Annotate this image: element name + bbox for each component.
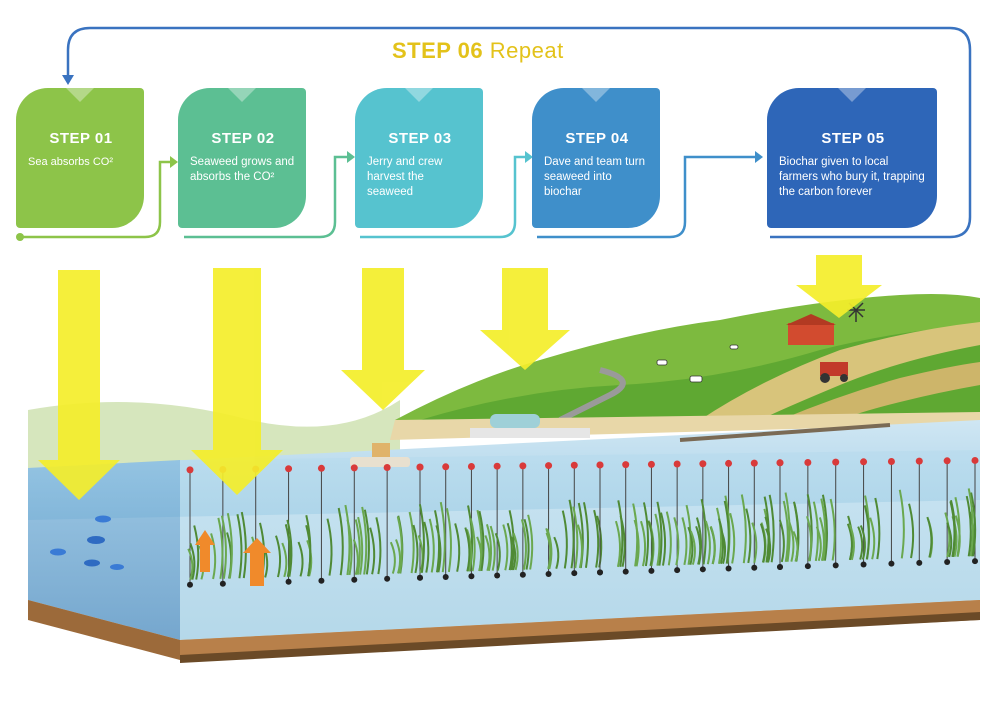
anchor — [351, 577, 357, 583]
step-06-label: STEP 06 — [392, 38, 483, 63]
anchor — [674, 567, 680, 573]
buoy — [468, 463, 475, 470]
buoy — [648, 461, 655, 468]
anchor — [546, 571, 552, 577]
chevron-down-icon — [66, 88, 94, 102]
buoy — [674, 461, 681, 468]
anchor — [220, 581, 226, 587]
tractor-wheel — [820, 373, 830, 383]
step-description: Seaweed grows and absorbs the CO² — [190, 155, 296, 185]
buoy — [417, 464, 424, 471]
barge — [470, 428, 590, 438]
buoy — [944, 457, 951, 464]
tractor-wheel — [840, 374, 848, 382]
anchor — [888, 561, 894, 567]
chevron-down-icon — [228, 88, 256, 102]
buoy — [187, 466, 194, 473]
buoy — [832, 459, 839, 466]
step-label: STEP 05 — [779, 130, 927, 147]
anchor — [726, 566, 732, 572]
anchor — [648, 568, 654, 574]
buoy — [384, 464, 391, 471]
buoy — [804, 459, 811, 466]
step-06-word: Repeat — [490, 38, 564, 63]
step-card-02: STEP 02 Seaweed grows and absorbs the CO… — [178, 88, 306, 228]
step-description: Dave and team turn seaweed into biochar — [544, 155, 650, 200]
buoy — [571, 462, 578, 469]
anchor — [623, 569, 629, 575]
anchor — [777, 564, 783, 570]
anchor — [972, 558, 978, 564]
barge-tank — [490, 414, 540, 428]
step-card-05: STEP 05 Biochar given to local farmers w… — [767, 88, 937, 228]
chevron-down-icon — [582, 88, 610, 102]
flow-start-dot — [16, 233, 24, 241]
step-label: STEP 03 — [367, 130, 473, 147]
step-description: Jerry and crew harvest the seaweed — [367, 155, 473, 200]
cow — [657, 360, 667, 365]
anchor — [944, 559, 950, 565]
step-card-01: STEP 01 Sea absorbs CO² — [16, 88, 144, 228]
step-label: STEP 01 — [28, 130, 134, 147]
anchor — [916, 560, 922, 566]
step-label: STEP 02 — [190, 130, 296, 147]
step-06-title: STEP 06 Repeat — [392, 38, 564, 64]
anchor — [443, 574, 449, 580]
buoy — [519, 462, 526, 469]
anchor — [805, 563, 811, 569]
buoy — [777, 459, 784, 466]
buoy — [351, 464, 358, 471]
anchor — [597, 569, 603, 575]
buoy — [545, 462, 552, 469]
step-description: Biochar given to local farmers who bury … — [779, 155, 927, 200]
farmhouse — [788, 323, 834, 345]
cow — [730, 345, 738, 349]
anchor — [417, 575, 423, 581]
step-label: STEP 04 — [544, 130, 650, 147]
anchor — [468, 573, 474, 579]
buoy — [860, 458, 867, 465]
buoy — [318, 465, 325, 472]
boat — [350, 457, 410, 467]
chevron-down-icon — [405, 88, 433, 102]
buoy — [285, 465, 292, 472]
buoy — [442, 463, 449, 470]
buoy — [597, 461, 604, 468]
chevron-down-icon — [838, 88, 866, 102]
anchor — [751, 565, 757, 571]
step-card-03: STEP 03 Jerry and crew harvest the seawe… — [355, 88, 483, 228]
buoy — [622, 461, 629, 468]
anchor — [318, 578, 324, 584]
step-description: Sea absorbs CO² — [28, 155, 134, 170]
step-card-04: STEP 04 Dave and team turn seaweed into … — [532, 88, 660, 228]
anchor — [286, 579, 292, 585]
anchor — [700, 566, 706, 572]
anchor — [520, 572, 526, 578]
anchor — [384, 576, 390, 582]
cow — [690, 376, 702, 382]
buoy — [725, 460, 732, 467]
buoy — [888, 458, 895, 465]
anchor — [571, 570, 577, 576]
buoy — [494, 463, 501, 470]
anchor — [187, 582, 193, 588]
anchor — [833, 562, 839, 568]
boat-cabin — [372, 443, 390, 457]
buoy — [972, 457, 979, 464]
anchor — [494, 572, 500, 578]
buoy — [699, 460, 706, 467]
anchor — [861, 561, 867, 567]
buoy — [916, 458, 923, 465]
buoy — [751, 460, 758, 467]
